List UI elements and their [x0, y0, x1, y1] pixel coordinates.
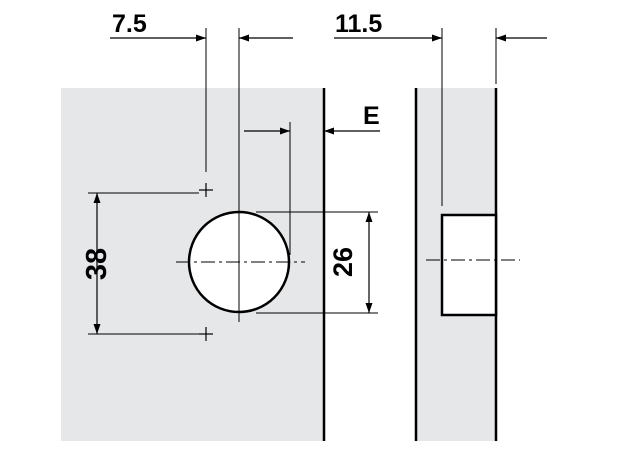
dim-38-label: 38: [81, 248, 113, 280]
screw-hole-bottom-mark: [199, 327, 213, 341]
dim-26-label: 26: [328, 247, 358, 277]
screw-hole-top-mark: [199, 183, 213, 197]
dim-e-label: E: [363, 102, 380, 130]
dim-7-5-label: 7.5: [112, 10, 147, 38]
dim-11-5-label: 11.5: [335, 10, 382, 38]
cup-pocket-section: [440, 213, 498, 317]
